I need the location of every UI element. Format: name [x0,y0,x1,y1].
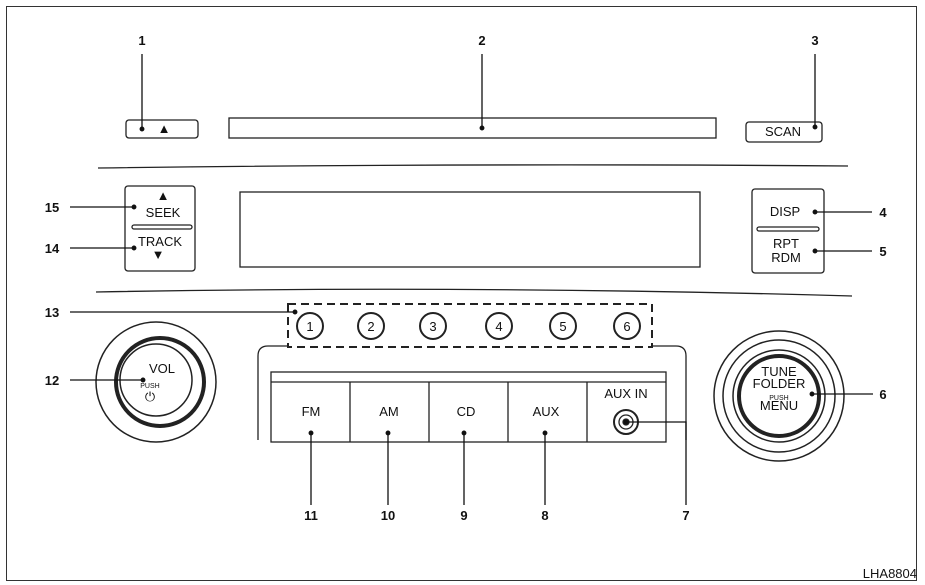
aux-in-label: AUX IN [604,386,647,401]
vol-knob-mid-ring [114,336,206,428]
power-icon: ⏻ [145,389,155,404]
tune-folder-knob[interactable] [737,354,821,438]
preset-4-button[interactable] [485,312,513,340]
callout-13: 13 [45,305,59,320]
display-screen [239,191,701,268]
leader-14-dot [131,245,137,251]
folder-label: FOLDER [753,376,806,391]
leader-9-dot [461,430,467,436]
callout-2: 2 [478,33,485,48]
tune-knob-mid-ring [722,339,836,453]
callout-4: 4 [879,205,887,220]
lower-panel-outline [257,345,687,440]
disp-rpt-divider [756,226,820,232]
preset-1-button[interactable] [296,312,324,340]
vol-push-label: PUSH [140,383,159,390]
preset-4-label: 4 [495,319,502,334]
vol-label: VOL [149,361,175,376]
preset-6-button[interactable] [613,312,641,340]
figure-frame [6,6,917,581]
rpt-label: RPT [773,236,799,251]
preset-6-label: 6 [623,319,630,334]
callout-6: 6 [879,387,886,402]
source-button-bar [270,371,667,443]
track-down-icon: ▼ [152,247,165,262]
leader-3-dot [812,124,818,130]
eject-icon: ▲ [158,121,171,136]
preset-3-button[interactable] [419,312,447,340]
disp-rpt-button[interactable] [751,188,825,274]
preset-5-label: 5 [559,319,566,334]
tune-knob-inner-ring [732,349,826,443]
vol-knob-outer-ring [95,321,217,443]
leader-7 [626,421,687,505]
am-button[interactable]: AM [379,404,399,419]
callout-3: 3 [811,33,818,48]
cd-slot [228,117,717,139]
leader-1-dot [139,126,145,132]
rdm-label: RDM [771,250,801,265]
scan-button[interactable] [745,121,823,143]
callout-1: 1 [138,33,145,48]
menu-push-label: PUSH [769,395,788,402]
leader-5-dot [812,248,818,254]
callout-8: 8 [541,508,548,523]
leader-15-dot [131,204,137,210]
callout-11: 11 [304,508,318,523]
leader-4-dot [812,209,818,215]
eject-button[interactable] [125,119,199,139]
leader-10-dot [385,430,391,436]
leader-11-dot [308,430,314,436]
cd-button[interactable]: CD [457,404,476,419]
leader-2-dot [479,125,485,131]
callout-12: 12 [45,373,59,388]
disp-label: DISP [770,204,800,219]
preset-3-label: 3 [429,319,436,334]
separator-middle [95,288,853,297]
preset-2-label: 2 [367,319,374,334]
seek-track-divider [131,224,193,230]
seek-up-icon: ▲ [157,188,170,203]
aux-button[interactable]: AUX [533,404,560,419]
preset-group-outline [287,303,653,348]
callout-15: 15 [45,200,59,215]
callout-14: 14 [45,241,60,256]
separator-top [97,164,849,169]
callout-9: 9 [460,508,467,523]
callout-7: 7 [682,508,689,523]
fm-button[interactable]: FM [302,404,321,419]
leader-6-dot [809,391,815,397]
preset-5-button[interactable] [549,312,577,340]
preset-1-label: 1 [306,319,313,334]
tune-knob-outer-ring [713,330,845,462]
seek-track-button[interactable] [124,185,196,272]
tune-label: TUNE [761,364,797,379]
leader-8-dot [542,430,548,436]
scan-label: SCAN [765,124,801,139]
seek-label: SEEK [146,205,181,220]
leader-7-dot [623,419,629,425]
preset-2-button[interactable] [357,312,385,340]
figure-reference: LHA8804 [863,566,917,581]
callout-10: 10 [381,508,395,523]
track-label: TRACK [138,234,182,249]
callout-5: 5 [879,244,886,259]
leader-13-dot [292,309,298,315]
menu-label: MENU [760,398,798,413]
leader-12-dot [140,377,146,383]
